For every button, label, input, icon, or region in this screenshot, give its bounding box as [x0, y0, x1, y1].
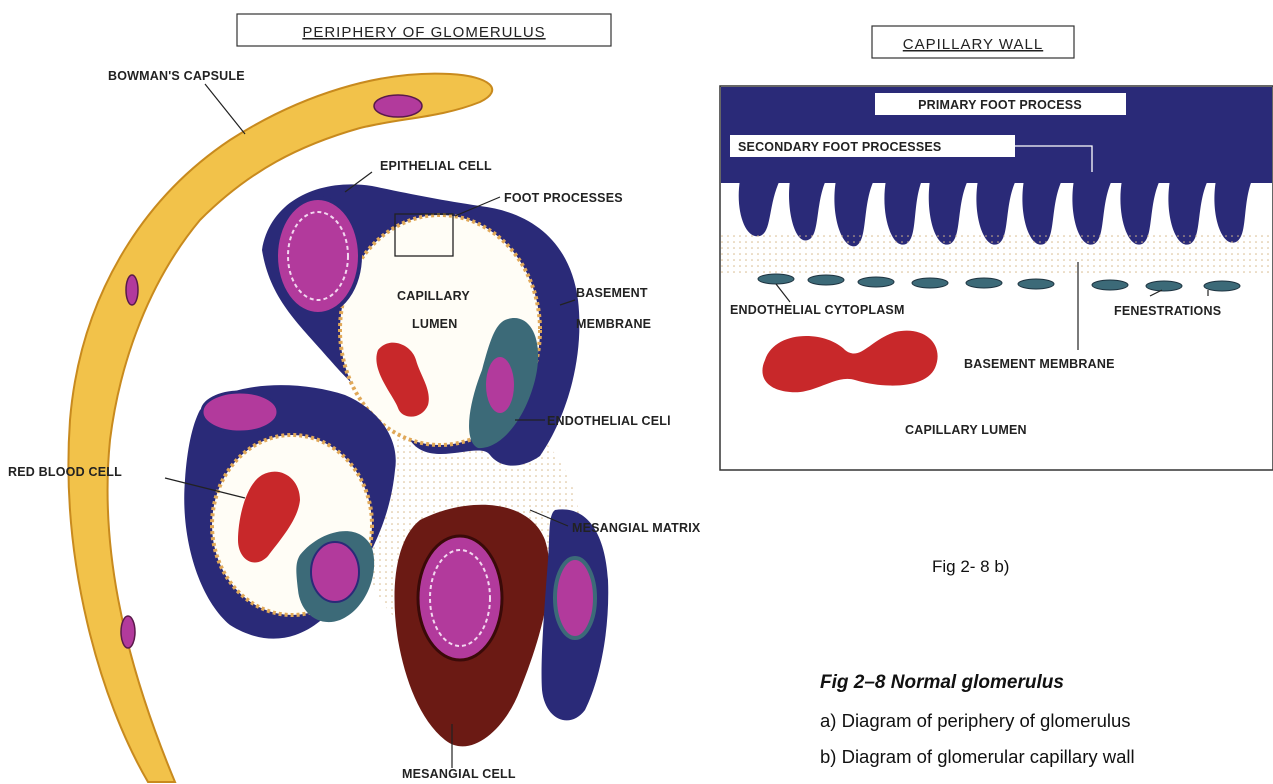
label-red-blood-cell: RED BLOOD CELL [8, 465, 122, 479]
label-basement-membrane: BASEMENT MEMBRANE [964, 357, 1115, 371]
label-foot-processes: FOOT PROCESSES [504, 191, 623, 205]
label-membrane: MEMBRANE [576, 317, 651, 331]
figure-sub-caption: Fig 2- 8 b) [932, 557, 1009, 577]
endothelial-nucleus [486, 357, 514, 413]
label-secondary-foot-processes: SECONDARY FOOT PROCESSES [738, 140, 941, 154]
panel-b-title: CAPILLARY WALL [903, 36, 1043, 53]
label-endothelial-cell: ENDOTHELIAL CELl [547, 414, 671, 428]
label-mesangial-cell: MESANGIAL CELL [402, 767, 516, 781]
figure-caption-a: a) Diagram of periphery of glomerulus [820, 710, 1131, 732]
label-basement: BASEMENT [576, 286, 648, 300]
figure-caption-b: b) Diagram of glomerular capillary wall [820, 746, 1135, 768]
label-mesangial-matrix: MESANGIAL MATRIX [572, 521, 701, 535]
capsule-nucleus [374, 95, 422, 117]
label-fenestrations: FENESTRATIONS [1114, 304, 1221, 318]
label-lumen: LUMEN [412, 317, 457, 331]
capsule-nucleus [121, 616, 135, 648]
endothelial-nucleus [555, 558, 595, 638]
label-primary-foot-process: PRIMARY FOOT PROCESS [918, 98, 1082, 112]
panel-a-title: PERIPHERY OF GLOMERULUS [302, 24, 545, 41]
endothelial-nucleus [311, 542, 359, 602]
label-capillary: CAPILLARY [397, 289, 470, 303]
figure-title: Fig 2–8 Normal glomerulus [820, 672, 1064, 694]
label-capillary-lumen: CAPILLARY LUMEN [905, 423, 1027, 437]
panel-b: CAPILLARY WALL [720, 26, 1273, 470]
label-epithelial-cell: EPITHELIAL CELL [380, 159, 492, 173]
label-bowmans-capsule: BOWMAN'S CAPSULE [108, 69, 245, 83]
panel-a: PERIPHERY OF GLOMERULUS [8, 14, 701, 782]
basement-membrane-band [721, 234, 1272, 274]
epithelial-nucleus [202, 392, 278, 432]
capsule-nucleus [126, 275, 138, 305]
label-endothelial-cytoplasm: ENDOTHELIAL CYTOPLASM [730, 303, 905, 317]
